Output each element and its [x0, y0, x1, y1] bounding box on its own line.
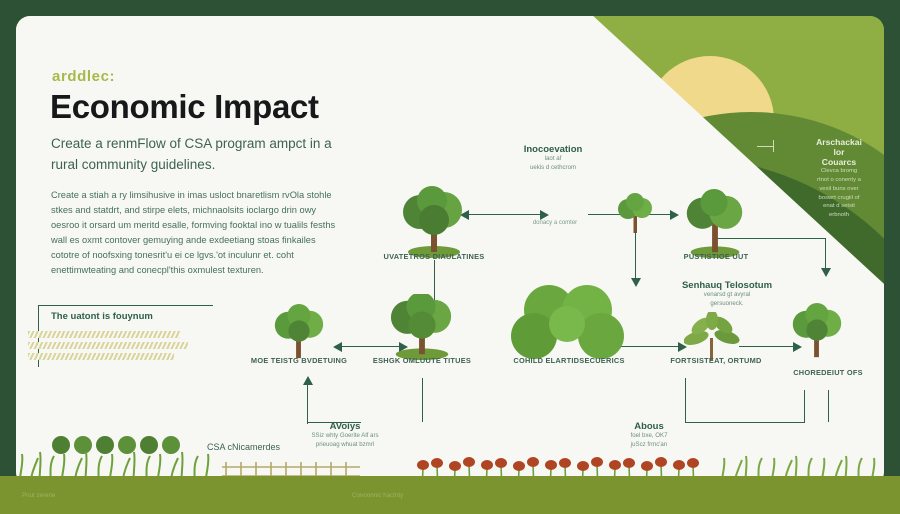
leaf-plant-icon — [684, 312, 740, 360]
callout-title: The uatont is fouynum — [51, 311, 153, 322]
hill-annotation-sub: Clevca bromg rtnot o conenty a — [817, 168, 861, 183]
arrow-head-left-icon — [460, 209, 469, 220]
annotation-heading: AVoiys — [329, 421, 361, 432]
connector — [307, 422, 361, 424]
connector — [804, 390, 806, 422]
annotation-heading: Abous — [634, 421, 664, 432]
footer-center-text: Conoonnic hactnty — [352, 492, 404, 499]
node-label: FORTSISTEAT, ORTUMD — [670, 356, 762, 365]
hill-annotation-heading: Arschackai lor Couarcs — [816, 137, 862, 167]
hill-annotation: Arschackai lor Couarcs Clevca bromg rtno… — [816, 137, 862, 220]
landscape-scene: arddlec: Economic Impact Create a renmFl… — [16, 16, 884, 486]
hedge-cluster-icon — [511, 285, 624, 359]
annotation-abous: Abous foel bxe, OK7 juScz frmc'an — [631, 421, 668, 450]
connector — [757, 146, 773, 148]
annotation-sub: uekis d cethcrom — [529, 163, 577, 171]
annotation-sub: venarsd gt avyral — [703, 291, 751, 298]
tree-icon — [686, 188, 743, 259]
annotation-sub: foel bxe, OK7 — [630, 432, 668, 439]
annotation-sub: SSiz whty Goerite Alf ars — [311, 432, 379, 439]
annotation-sub: juScz frmc'an — [630, 440, 668, 448]
arrow-head-down-icon — [630, 278, 641, 287]
body-paragraph: Create a stiah a ry limsihusive in imas … — [51, 190, 336, 276]
connector — [468, 214, 544, 216]
bush-row-icon — [52, 436, 180, 454]
connector — [307, 382, 309, 424]
arrow-head-right-icon — [793, 341, 802, 352]
arrow-head-right-icon — [399, 341, 408, 352]
connector — [434, 260, 436, 304]
annotation-heading: Senhauq Telosotum — [681, 280, 773, 291]
tree-icon — [403, 186, 462, 258]
hatch-line — [28, 331, 180, 338]
node-label: MOE TEISTG BVDETUING — [250, 356, 348, 365]
tree-icon — [390, 294, 452, 361]
annotation-sub: prieuoag whuat bzmrl — [315, 440, 375, 448]
tree-icon — [618, 193, 652, 233]
footer-left-text: Pnut zerene — [22, 492, 56, 499]
hatch-line — [28, 342, 188, 349]
connector — [422, 378, 424, 422]
csa-label: CSA cNicamerdes — [207, 442, 281, 452]
arrow-head-left-icon — [333, 341, 342, 352]
tree-icon — [274, 304, 324, 359]
connector — [616, 346, 682, 348]
grass-icon — [720, 455, 876, 486]
connector — [685, 378, 687, 422]
annotation-sub: gersuoneck. — [710, 299, 744, 307]
arrow-head-up-icon — [302, 376, 313, 385]
arrow-head-right-icon — [670, 209, 679, 220]
connector — [716, 238, 826, 240]
hill-annotation-sub: vexil buns over boswrt crugiil of — [818, 185, 860, 201]
eyebrow-label: arddlec: — [52, 68, 116, 85]
node-label: UVATETROS DIAULATINES — [383, 252, 485, 261]
annotation-inocoevation: Inocoevation laot af uekis d cethcrom — [524, 144, 583, 173]
node-label: CHOREDEIUT OFS — [793, 368, 863, 377]
connector — [341, 346, 403, 348]
annotation-sub: laot af — [544, 155, 562, 162]
connector — [635, 232, 637, 280]
page-subtitle: Create a renmFlow of CSA program ampct i… — [51, 136, 332, 172]
arrow-label: donacy a comter — [532, 220, 578, 226]
connector — [825, 238, 827, 270]
arrow-head-down-icon — [820, 268, 831, 277]
node-label: ESHGK OMLUUTE TITUES — [372, 356, 472, 365]
connector — [773, 140, 775, 152]
hatch-line — [28, 353, 174, 360]
annotation-senhauq: Senhauq Telosotum venarsd gt avyral gers… — [682, 280, 772, 309]
connector — [828, 390, 830, 422]
grass-icon — [18, 451, 210, 486]
footer-bar: Pnut zerene Conoonnic hactnty — [0, 476, 900, 514]
annotation-heading: Inocoevation — [523, 144, 583, 155]
arrow-head-right-icon — [678, 341, 687, 352]
connector — [739, 346, 797, 348]
connector — [685, 422, 805, 424]
hill-annotation-sub: enat d setsit erbnoth — [823, 203, 855, 219]
arrow-head-right-icon — [540, 209, 549, 220]
tree-icon — [792, 302, 842, 358]
page-title: Economic Impact — [50, 88, 319, 125]
node-label: PUSTISTIOE UUT — [683, 252, 749, 261]
node-label: COHILD ELARTIDSECUERICS — [513, 356, 625, 365]
annotation-avoiys: AVoiys SSiz whty Goerite Alf ars prieuoa… — [311, 421, 378, 450]
